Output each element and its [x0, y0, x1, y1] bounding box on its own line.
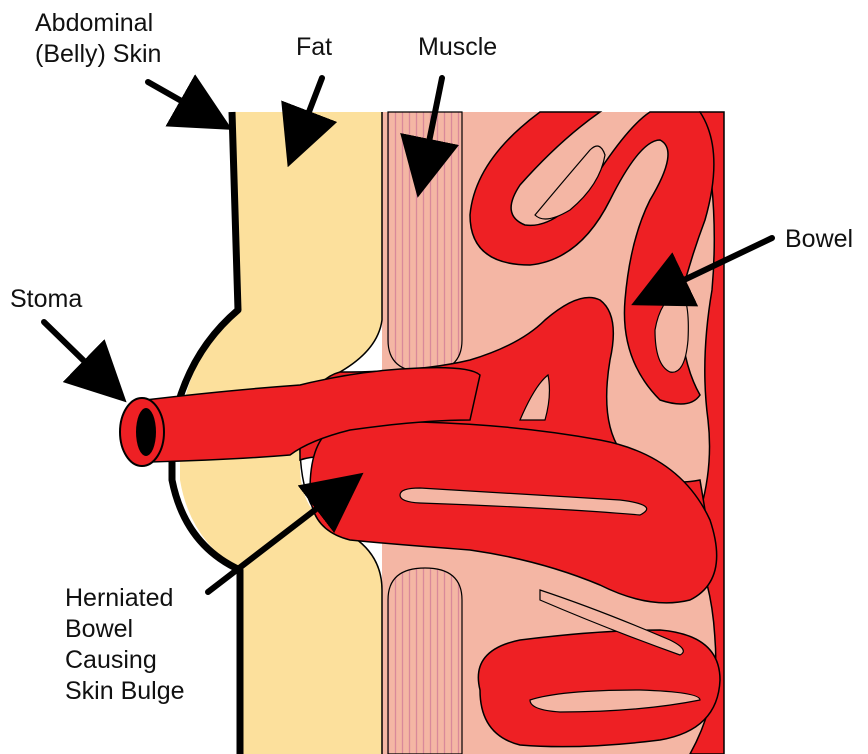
arrow-icon — [44, 322, 118, 394]
label-herniated-bowel: Herniated Bowel Causing Skin Bulge — [65, 583, 185, 707]
label-line: Herniated — [65, 583, 185, 614]
label-line: Bowel — [65, 614, 185, 645]
label-line: (Belly) Skin — [35, 39, 161, 70]
label-muscle: Muscle — [418, 32, 497, 63]
label-fat: Fat — [296, 32, 332, 63]
label-bowel: Bowel — [785, 224, 853, 255]
label-line: Causing — [65, 645, 185, 676]
label-abdominal-skin: Abdominal (Belly) Skin — [35, 8, 161, 70]
label-line: Abdominal — [35, 8, 161, 39]
arrow-icon — [148, 82, 222, 124]
stoma-opening — [136, 408, 156, 456]
muscle-layer-lower — [388, 568, 462, 754]
label-line: Skin Bulge — [65, 676, 185, 707]
label-stoma: Stoma — [10, 284, 82, 315]
